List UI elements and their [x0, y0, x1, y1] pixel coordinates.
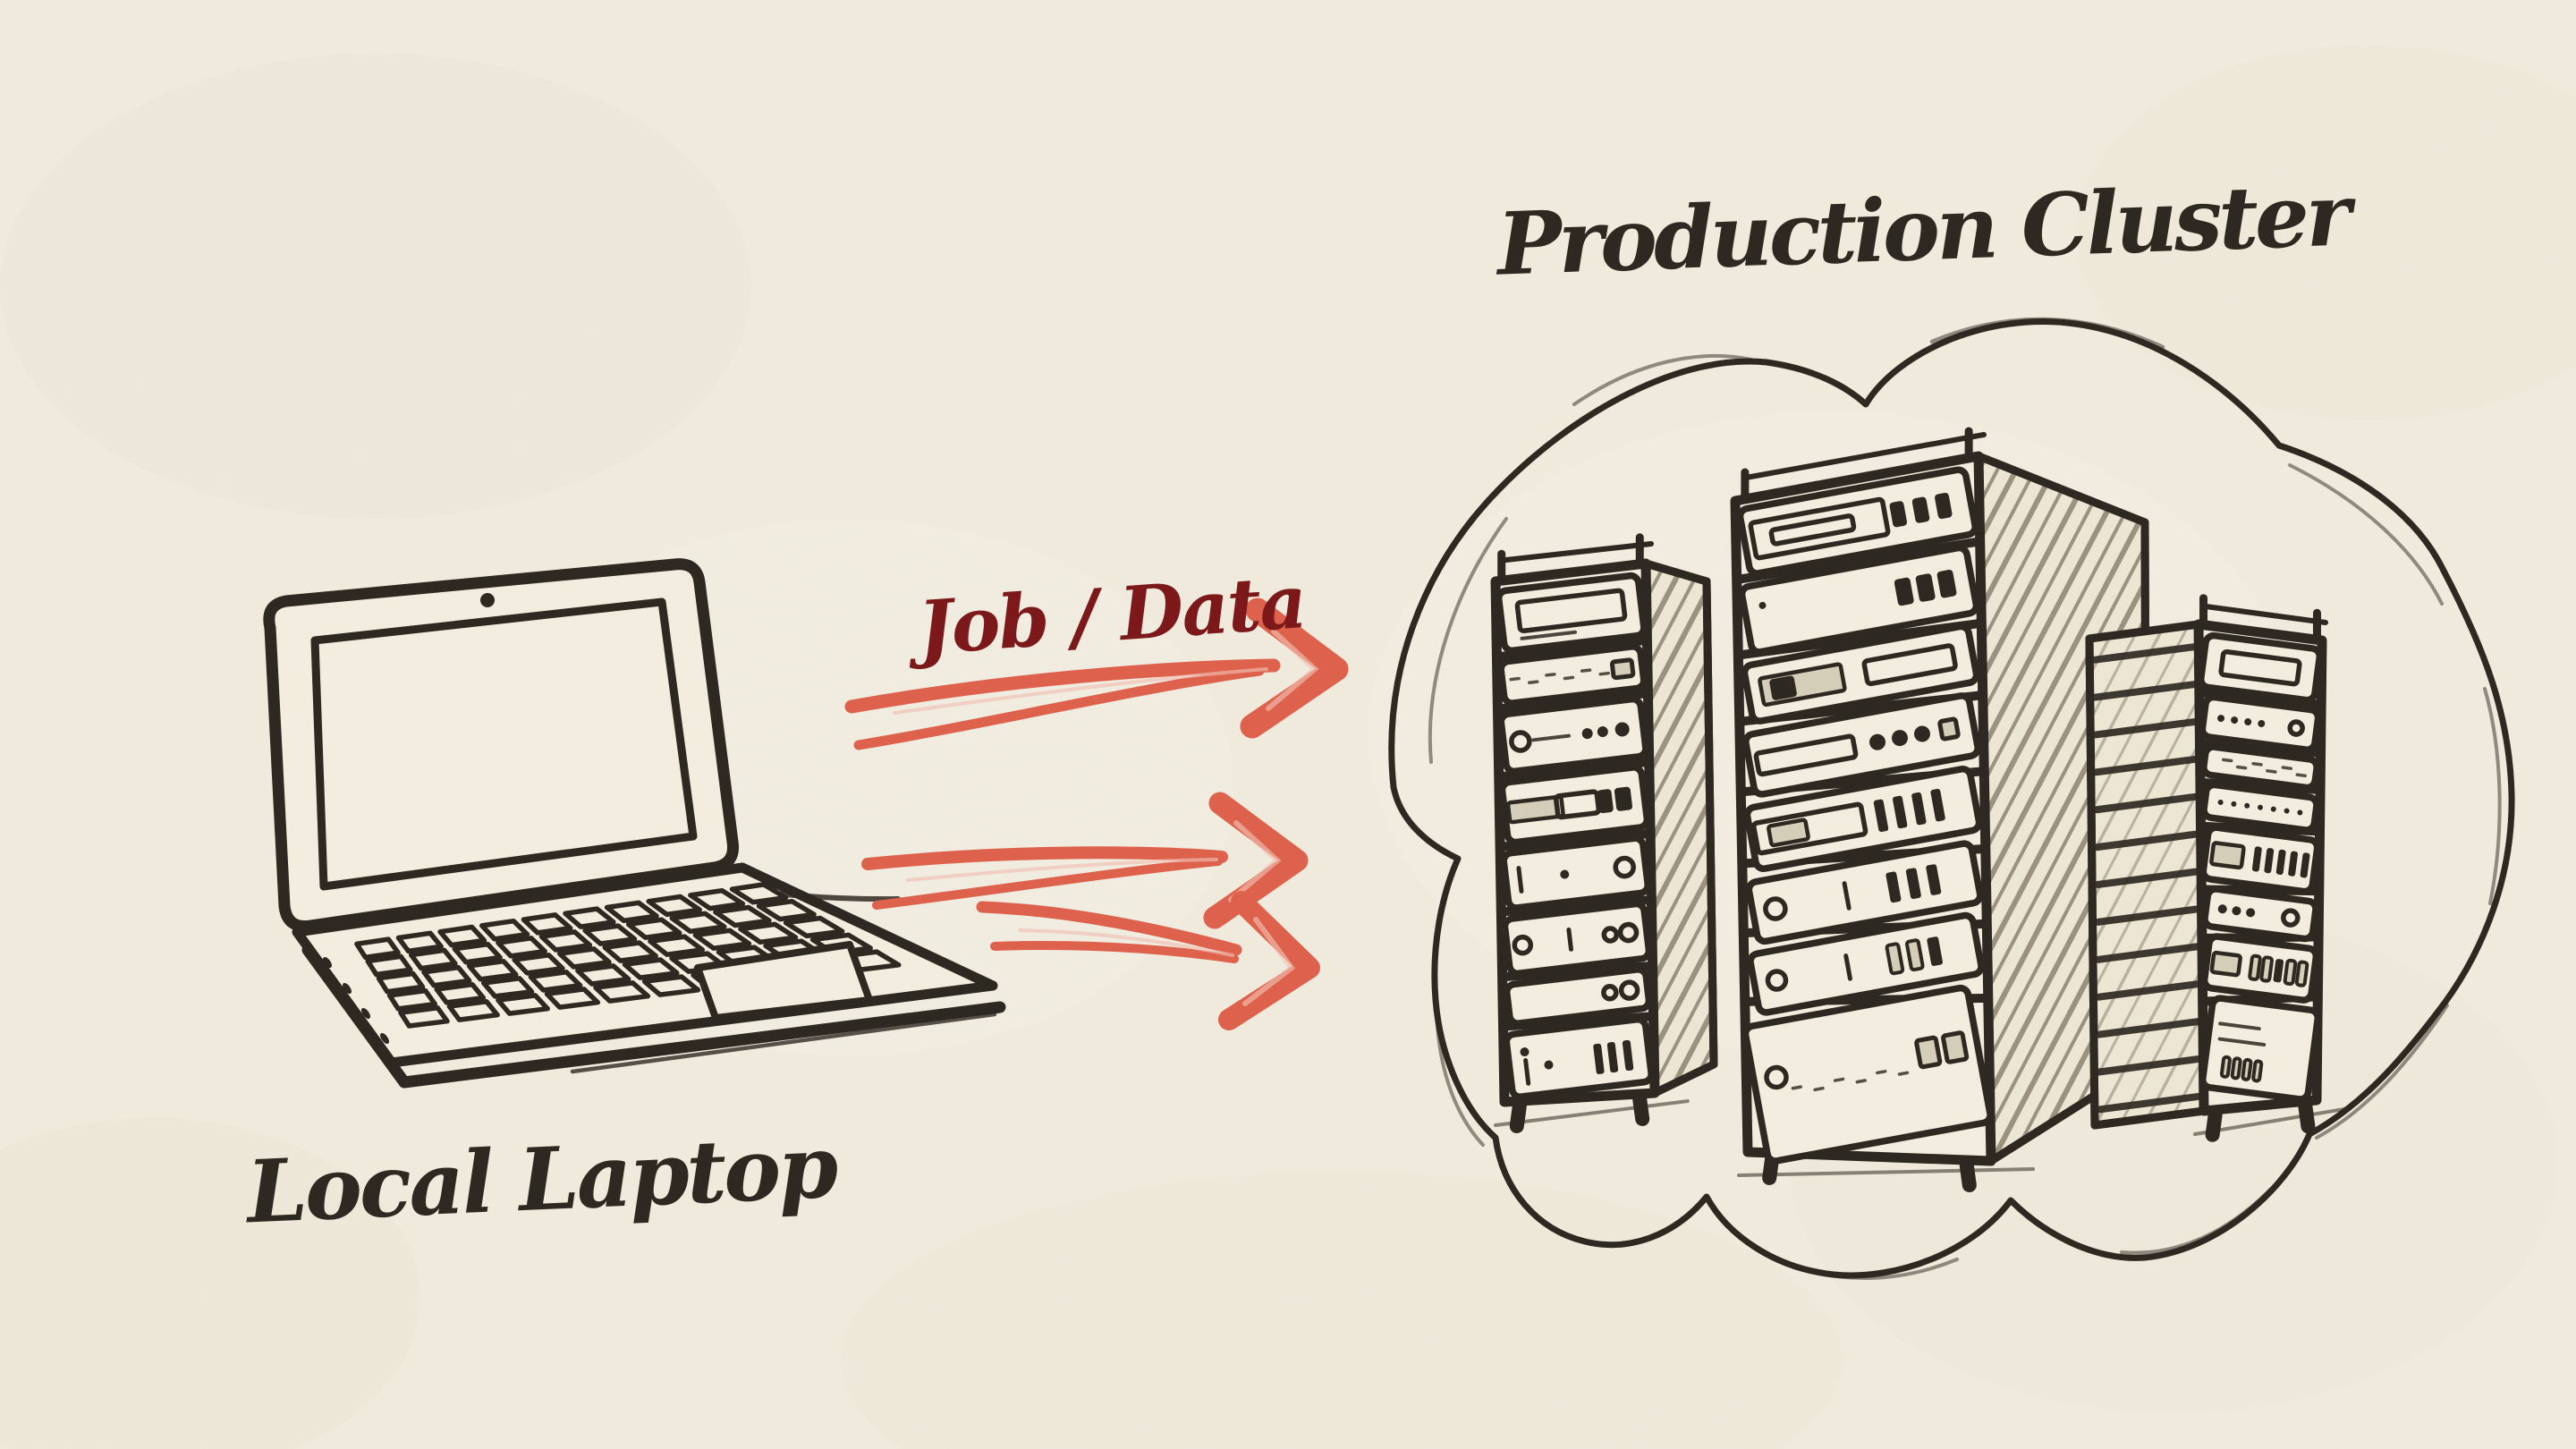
- diagram-canvas: Production Cluster Local Laptop Job / Da…: [0, 0, 2576, 1449]
- paper-grain: [0, 0, 2576, 1449]
